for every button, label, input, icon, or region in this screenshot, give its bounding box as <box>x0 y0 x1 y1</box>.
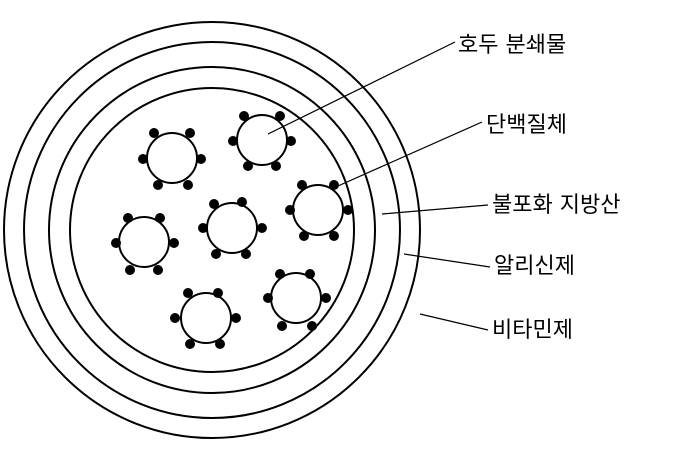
protein-dot <box>183 288 193 298</box>
particle-6 <box>181 293 231 343</box>
particle-2 <box>237 115 287 165</box>
protein-dot <box>155 213 165 223</box>
protein-dot <box>170 313 180 323</box>
protein-dot <box>185 128 195 138</box>
leader-vitamin <box>420 314 488 330</box>
protein-dot <box>228 136 238 146</box>
protein-dot <box>153 180 163 190</box>
protein-dot <box>237 197 247 207</box>
label-protein: 단백질체 <box>486 113 567 138</box>
protein-dot <box>275 269 285 279</box>
particle-7 <box>271 273 321 323</box>
protein-dot <box>211 249 221 259</box>
protein-dot <box>286 136 296 146</box>
protein-dot <box>185 339 195 349</box>
particle-4 <box>207 203 257 253</box>
protein-dot <box>125 265 135 275</box>
protein-dot <box>241 249 251 259</box>
label-unsaturated-fat: 불포화 지방산 <box>492 193 620 218</box>
protein-dot <box>153 265 163 275</box>
protein-dot <box>149 128 159 138</box>
protein-dot <box>329 231 339 241</box>
protein-dot <box>285 205 295 215</box>
protein-dot <box>215 339 225 349</box>
protein-dot <box>271 161 281 171</box>
protein-dot <box>169 238 179 248</box>
particle-5 <box>119 217 169 267</box>
protein-dot <box>307 321 317 331</box>
protein-dot <box>198 223 208 233</box>
protein-dot <box>275 111 285 121</box>
protein-dot <box>297 180 307 190</box>
protein-dot <box>277 321 287 331</box>
protein-dot <box>239 111 249 121</box>
particle-3 <box>293 185 343 235</box>
protein-dot <box>196 154 206 164</box>
protein-dot <box>257 223 267 233</box>
protein-dot <box>321 293 331 303</box>
protein-dot <box>343 205 353 215</box>
protein-dot <box>243 161 253 171</box>
protein-dot <box>213 288 223 298</box>
leader-walnut-powder <box>268 42 455 134</box>
protein-dot <box>111 238 121 248</box>
protein-dot <box>123 213 133 223</box>
protein-dot <box>231 313 241 323</box>
protein-dot <box>329 180 339 190</box>
label-vitamin: 비타민제 <box>492 318 573 343</box>
label-alkali: 알리신제 <box>494 254 575 279</box>
particle-1 <box>147 133 197 183</box>
protein-dot <box>183 180 193 190</box>
leader-protein <box>338 122 482 186</box>
protein-dot <box>299 231 309 241</box>
protein-dot <box>138 154 148 164</box>
protein-dot <box>209 199 219 209</box>
protein-dot <box>263 293 273 303</box>
label-walnut-powder: 호두 분쇄물 <box>458 33 566 58</box>
protein-dot <box>305 269 315 279</box>
